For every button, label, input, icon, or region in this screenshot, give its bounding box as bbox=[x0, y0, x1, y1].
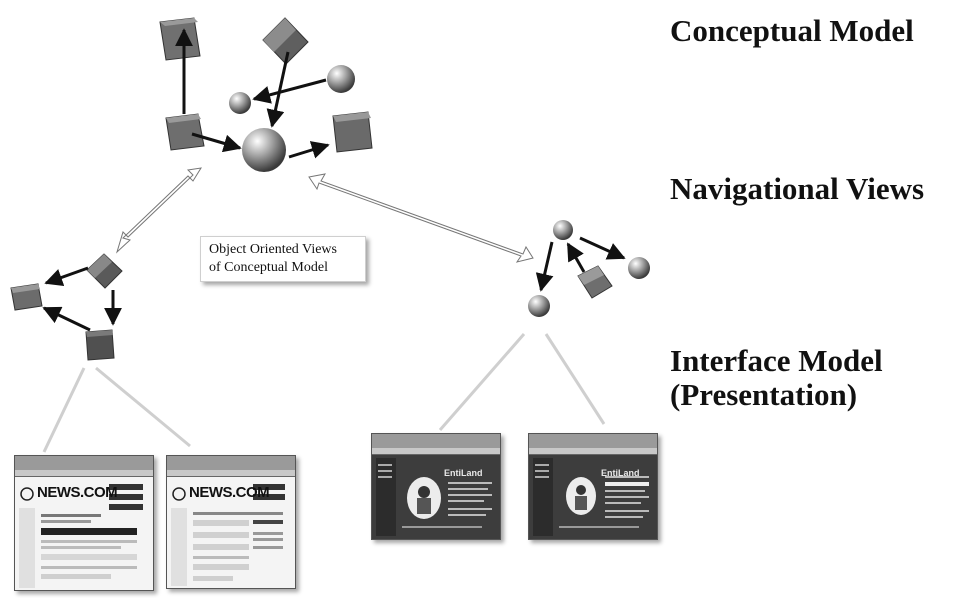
callout-line1: Object Oriented Views bbox=[209, 242, 337, 257]
label-conceptual-model: Conceptual Model bbox=[670, 13, 914, 48]
cube-node bbox=[159, 17, 201, 61]
presentation-connectors bbox=[42, 333, 606, 453]
view-link-right bbox=[308, 173, 534, 263]
browser-toolbar bbox=[372, 448, 500, 455]
sphere-node bbox=[229, 92, 251, 114]
label-interface-model: Interface Model (Presentation) bbox=[670, 344, 883, 412]
sphere-node bbox=[327, 65, 355, 93]
cube-node bbox=[262, 17, 309, 65]
page-mockup bbox=[19, 484, 143, 588]
page-mockup bbox=[171, 484, 285, 586]
label-interface-line1: Interface Model bbox=[670, 343, 883, 378]
sphere-node bbox=[528, 295, 550, 317]
sphere-node bbox=[628, 257, 650, 279]
page-mockup bbox=[533, 458, 649, 536]
news-brand: NEWS.COM bbox=[189, 484, 270, 501]
relation-arrow bbox=[191, 132, 242, 153]
label-interface-line2: (Presentation) bbox=[670, 377, 858, 412]
sphere-node bbox=[553, 220, 573, 240]
relation-arrow bbox=[288, 141, 330, 159]
browser-toolbar bbox=[529, 448, 657, 455]
browser-toolbar bbox=[167, 470, 295, 477]
cube-node bbox=[10, 283, 43, 311]
conceptual-graph bbox=[159, 17, 373, 172]
navigational-graph-left bbox=[10, 253, 123, 361]
relation-arrow bbox=[42, 306, 91, 332]
relation-arrow bbox=[44, 266, 89, 287]
relation-arrow bbox=[566, 242, 586, 273]
cube-node bbox=[86, 253, 123, 289]
sphere-node-central bbox=[242, 128, 286, 172]
cube-node bbox=[165, 113, 205, 151]
callout-box: Object Oriented Views of Conceptual Mode… bbox=[200, 236, 366, 282]
browser-toolbar bbox=[15, 470, 153, 477]
cube-node bbox=[332, 111, 373, 153]
screenshot-enti-1: EntiLand bbox=[371, 433, 501, 540]
enti-brand: EntiLand bbox=[601, 468, 640, 478]
relation-arrow bbox=[535, 241, 554, 292]
page-mockup bbox=[376, 458, 492, 536]
screenshot-enti-2: EntiLand bbox=[528, 433, 658, 540]
cube-node bbox=[85, 329, 115, 361]
navigational-graph-right bbox=[528, 220, 650, 317]
screenshot-news-2: NEWS.COM bbox=[166, 455, 296, 589]
relation-arrow bbox=[266, 51, 290, 128]
relation-arrow bbox=[579, 236, 626, 260]
cube-node bbox=[577, 265, 613, 299]
callout-line2: of Conceptual Model bbox=[209, 260, 328, 275]
screenshot-news-1: NEWS.COM bbox=[14, 455, 154, 591]
enti-brand: EntiLand bbox=[444, 468, 483, 478]
news-brand: NEWS.COM bbox=[37, 484, 118, 501]
view-link-left bbox=[115, 167, 202, 254]
relation-arrow bbox=[252, 78, 327, 104]
label-navigational-views: Navigational Views bbox=[670, 171, 925, 206]
